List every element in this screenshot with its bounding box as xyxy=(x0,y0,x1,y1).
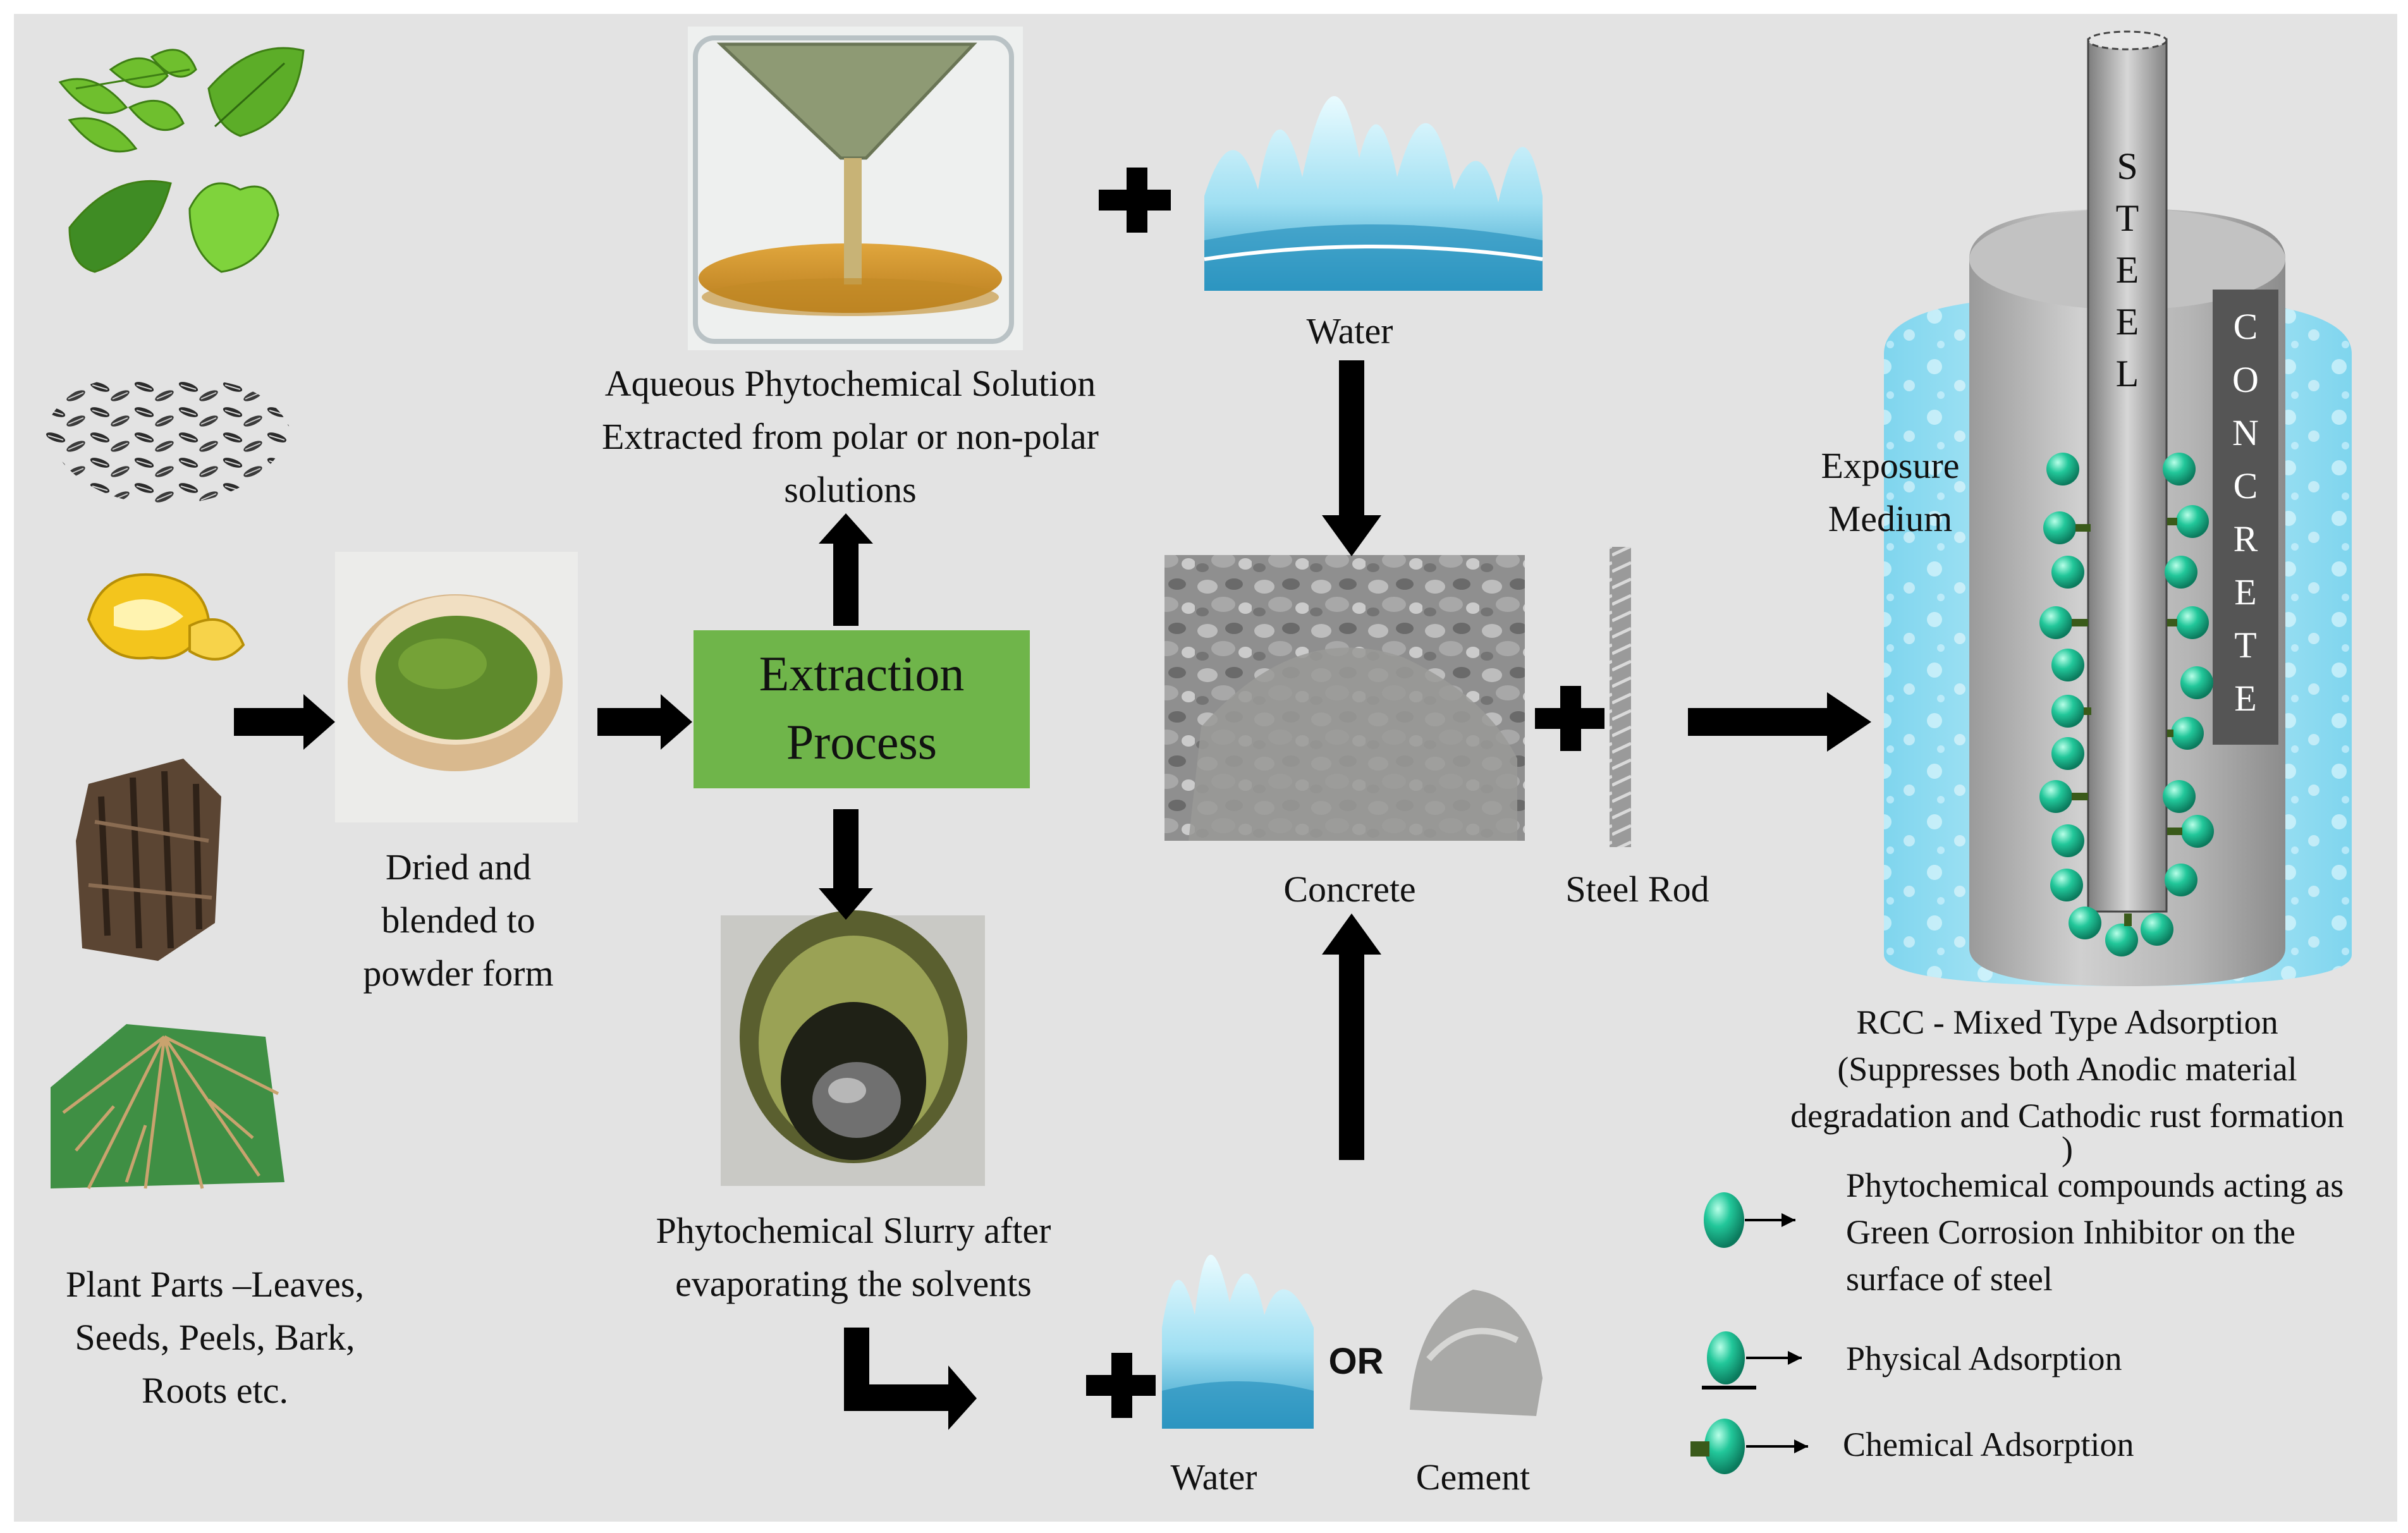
concrete-letter: R xyxy=(2233,518,2258,559)
roots-illustration xyxy=(51,1024,284,1190)
bark-illustration xyxy=(76,759,221,961)
powder-bowl-illustration xyxy=(335,552,578,822)
aqueous-line: solutions xyxy=(784,469,917,510)
concrete-letter: E xyxy=(2234,678,2257,719)
steel-letter: E xyxy=(2115,249,2139,291)
slurry-line: Phytochemical Slurry after xyxy=(656,1210,1051,1251)
plus-icon xyxy=(1086,1353,1156,1418)
arrow-extraction-down xyxy=(819,809,873,920)
rcc-label: RCC - Mixed Type Adsorption (Suppresses … xyxy=(1770,999,2364,1168)
dried-line: blended to xyxy=(381,900,535,941)
extraction-process-box xyxy=(694,630,1030,788)
steel-rod-illustration xyxy=(1610,547,1631,847)
cement-label: Cement xyxy=(1415,1457,1531,1498)
arrow-up-to-concrete xyxy=(1322,913,1381,1160)
plus-icon xyxy=(1099,168,1171,233)
concrete-letter: O xyxy=(2232,359,2259,400)
plus-signs xyxy=(1086,168,1604,1418)
exposure-line: Medium xyxy=(1828,498,1953,539)
steel-vertical-label: S T E E L xyxy=(2099,140,2156,400)
rcc-line: degradation and Cathodic rust formation xyxy=(1790,1097,2344,1135)
concrete-illustration xyxy=(1164,555,1525,841)
exposure-line: Exposure xyxy=(1821,445,1960,486)
legend-line: Phytochemical compounds acting as xyxy=(1846,1166,2344,1204)
legend-green-inhibitor: Phytochemical compounds acting as Green … xyxy=(1846,1162,2390,1302)
extraction-line: Process xyxy=(786,714,938,769)
funnel-beaker-illustration xyxy=(688,27,1023,350)
arrow-elbow-slurry xyxy=(844,1328,977,1430)
molecules xyxy=(2039,453,2214,956)
steel-rod-label: Steel Rod xyxy=(1565,869,1709,910)
legend-symbols xyxy=(1690,1192,1808,1474)
concrete-vertical-label: C O N C R E T E xyxy=(2213,300,2278,725)
concrete-letter: C xyxy=(2233,306,2258,347)
arrow-extraction-up xyxy=(819,513,873,626)
dried-powder-label: Dried and blended to powder form xyxy=(329,841,588,1000)
water-splash-bottom-illustration xyxy=(1162,1254,1314,1429)
molecule-icon xyxy=(1704,1419,1745,1474)
seeds-illustration xyxy=(44,377,291,506)
concrete-letter: T xyxy=(2234,625,2257,666)
water-bottom-label: Water xyxy=(1170,1457,1257,1498)
cement-pile-illustration xyxy=(1410,1290,1543,1416)
plus-icon xyxy=(1535,686,1604,751)
concrete-letter: C xyxy=(2233,465,2258,506)
concrete-letter: N xyxy=(2232,412,2259,453)
arrow-to-rcc xyxy=(1688,692,1871,752)
aqueous-line: Extracted from polar or non-polar xyxy=(602,416,1099,457)
plant-parts-line: Roots etc. xyxy=(142,1370,288,1411)
slurry-label: Phytochemical Slurry after evaporating t… xyxy=(588,1204,1119,1310)
concrete-letter: E xyxy=(2234,571,2257,613)
legend-physical: Physical Adsorption xyxy=(1846,1340,2122,1377)
plant-parts-line: Plant Parts –Leaves, xyxy=(66,1264,364,1305)
rcc-line: (Suppresses both Anodic material xyxy=(1837,1050,2297,1088)
steel-letter: E xyxy=(2115,301,2139,343)
slurry-beaker-illustration xyxy=(721,910,985,1186)
molecule-icon xyxy=(1707,1331,1745,1384)
arrow-plants-to-powder xyxy=(234,694,335,750)
concrete-label: Concrete xyxy=(1283,869,1416,910)
or-label: OR xyxy=(1328,1341,1384,1382)
dried-line: powder form xyxy=(363,953,554,994)
molecule-icon xyxy=(1704,1192,1744,1248)
plant-parts-line: Seeds, Peels, Bark, xyxy=(75,1317,355,1358)
steel-letter: S xyxy=(2117,145,2138,187)
rcc-line: ) xyxy=(2062,1130,2073,1168)
water-top-label: Water xyxy=(1306,310,1393,351)
legend-line: Green Corrosion Inhibitor on the xyxy=(1846,1213,2295,1251)
steel-letter: T xyxy=(2115,197,2139,239)
leaves-illustration xyxy=(58,47,305,273)
aqueous-line: Aqueous Phytochemical Solution xyxy=(604,363,1096,404)
slurry-line: evaporating the solvents xyxy=(675,1263,1032,1304)
peels-illustration xyxy=(87,573,245,661)
aqueous-solution-label: Aqueous Phytochemical Solution Extracted… xyxy=(556,357,1144,516)
legend-chemical: Chemical Adsorption xyxy=(1843,1426,2134,1463)
exposure-medium-label: Exposure Medium xyxy=(1802,439,1979,546)
legend-line: surface of steel xyxy=(1846,1260,2053,1298)
arrow-water-down xyxy=(1322,360,1381,556)
rcc-line: RCC - Mixed Type Adsorption xyxy=(1856,1003,2278,1041)
arrows xyxy=(234,360,1871,1430)
extraction-process-label: Extraction Process xyxy=(694,640,1030,776)
plant-parts-label: Plant Parts –Leaves, Seeds, Peels, Bark,… xyxy=(25,1258,405,1417)
steel-letter: L xyxy=(2115,353,2139,394)
extraction-line: Extraction xyxy=(759,646,965,701)
arrow-powder-to-extraction xyxy=(597,694,692,750)
water-splash-top-illustration xyxy=(1204,96,1543,291)
dried-line: Dried and xyxy=(385,846,532,888)
